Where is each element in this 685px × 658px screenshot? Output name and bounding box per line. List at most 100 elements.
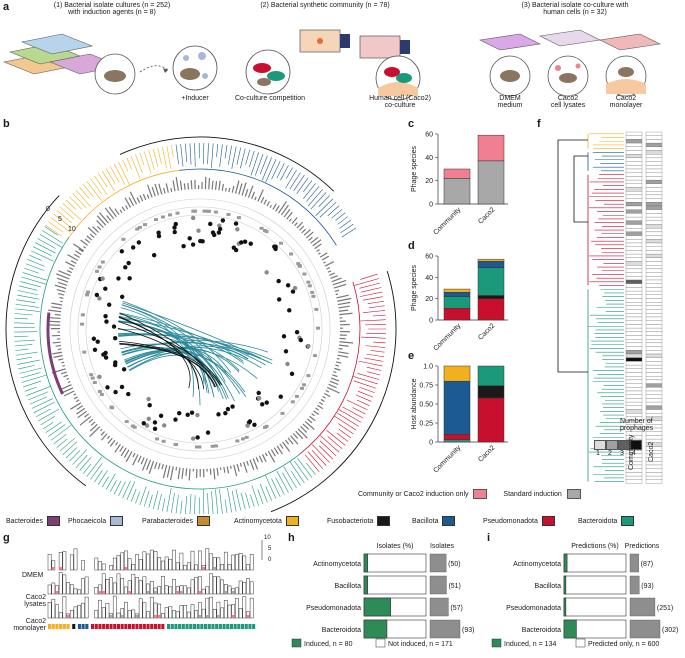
bar-segment xyxy=(477,267,505,296)
g-bar xyxy=(58,572,63,595)
g-bar-induced xyxy=(146,591,150,594)
ring-tick-0: 0 xyxy=(46,206,50,213)
induction-mark xyxy=(279,241,284,245)
tree-branch xyxy=(245,492,251,509)
heatmap-cell xyxy=(625,257,643,262)
tree-branch xyxy=(40,415,56,426)
g-bar xyxy=(98,599,102,619)
heatmap-cell xyxy=(625,346,643,351)
tree-branch xyxy=(62,441,78,455)
prophage-bar xyxy=(300,425,308,433)
prophage-bar xyxy=(88,418,94,424)
bar-induced xyxy=(363,597,391,617)
bar-count xyxy=(629,597,656,617)
induction-mark xyxy=(80,322,85,326)
heatmap-cell xyxy=(625,290,643,295)
g-taxa-cell xyxy=(116,624,120,629)
heatmap-cell xyxy=(645,357,663,362)
prophage-bar xyxy=(183,183,186,190)
g-taxa-cell xyxy=(244,624,248,629)
tree-root xyxy=(557,139,588,373)
bar-count xyxy=(429,575,447,595)
step1-line1: (1) Bacterial isolate cultures (n = 252) xyxy=(53,2,171,9)
bar-segment xyxy=(443,434,471,440)
y-tick-label: 40 xyxy=(425,275,433,282)
bar-induced xyxy=(563,575,567,595)
prophage-bar xyxy=(310,236,319,244)
g-bar xyxy=(238,580,243,595)
heatmap-cell xyxy=(645,339,663,344)
tree-branch xyxy=(130,489,137,502)
tree-branch xyxy=(370,350,385,353)
legend-community-swatch xyxy=(473,489,488,499)
g-taxa-cell xyxy=(72,624,76,629)
heatmap-cell xyxy=(645,331,663,336)
tree-branch xyxy=(35,408,51,418)
y-tick-label: 0.25 xyxy=(419,421,433,428)
tree-branch xyxy=(15,308,40,312)
clade-arc xyxy=(105,454,300,490)
induction-mark xyxy=(124,420,129,424)
heatmap-cell xyxy=(625,205,643,210)
y-tick-label: 0 xyxy=(429,318,433,325)
host-link xyxy=(125,346,262,369)
heatmap-cell xyxy=(645,216,663,221)
y-tick-label: 60 xyxy=(425,132,433,139)
heatmap-cell xyxy=(645,398,663,403)
category-label: Bacteroidota xyxy=(322,627,361,634)
prophage-bar xyxy=(158,183,163,195)
bar-segment xyxy=(443,168,471,179)
prophage-bar xyxy=(218,180,221,191)
tree-branch xyxy=(90,463,103,480)
prophage-bar xyxy=(327,270,332,273)
tree-branch xyxy=(331,208,343,219)
prophage-bar xyxy=(236,463,240,472)
heatmap-cell xyxy=(645,231,663,236)
induction-mark xyxy=(82,350,87,354)
prophage-bar xyxy=(296,221,304,229)
prophage-bar xyxy=(73,396,78,400)
heatmap-cell xyxy=(645,265,663,270)
tree-branch xyxy=(14,313,33,316)
prophage-bar xyxy=(252,458,259,470)
g-taxa-cell xyxy=(181,624,185,629)
tree-branch xyxy=(231,146,237,169)
g-bar xyxy=(73,606,78,619)
induction-mark xyxy=(226,212,231,216)
prophage-bar xyxy=(63,390,75,397)
g-bar-induced xyxy=(231,615,235,618)
g-bar xyxy=(153,551,158,571)
heatmap-cell xyxy=(645,224,663,229)
g-taxa-cell xyxy=(229,624,233,629)
count-label: (251) xyxy=(657,605,673,612)
tree-branch xyxy=(366,353,384,358)
phage-dot xyxy=(111,324,117,329)
tree-branch xyxy=(185,496,188,514)
tree-branch xyxy=(122,159,129,172)
prophage-bar xyxy=(334,289,340,292)
tree-branch xyxy=(341,227,357,238)
tree-branch xyxy=(265,159,277,183)
heatmap-cell xyxy=(625,265,643,270)
g-taxa-cell xyxy=(211,624,215,629)
prophage-bar xyxy=(161,463,164,470)
col-label-caco2: Caco2 xyxy=(648,441,655,462)
taxa-legend-swatch xyxy=(442,516,456,526)
prophage-bar xyxy=(67,254,79,261)
heatmap-cell xyxy=(625,368,643,373)
g-taxa-cell xyxy=(241,624,245,629)
g-taxa-cell xyxy=(146,624,150,629)
heatmap-cell xyxy=(645,361,663,366)
phage-dot xyxy=(306,343,311,349)
dmem-line2: medium xyxy=(497,102,523,109)
prophage-bar xyxy=(333,283,347,289)
heatmap-cell xyxy=(645,383,663,388)
prophage-bar xyxy=(334,367,341,371)
prophage-legend-line2: prophages xyxy=(620,425,654,432)
tree-branch xyxy=(39,234,62,248)
tree-branch xyxy=(82,463,92,474)
g-bar-induced xyxy=(153,615,158,618)
g-bar-induced xyxy=(202,567,206,570)
heatmap-cell xyxy=(625,298,643,303)
